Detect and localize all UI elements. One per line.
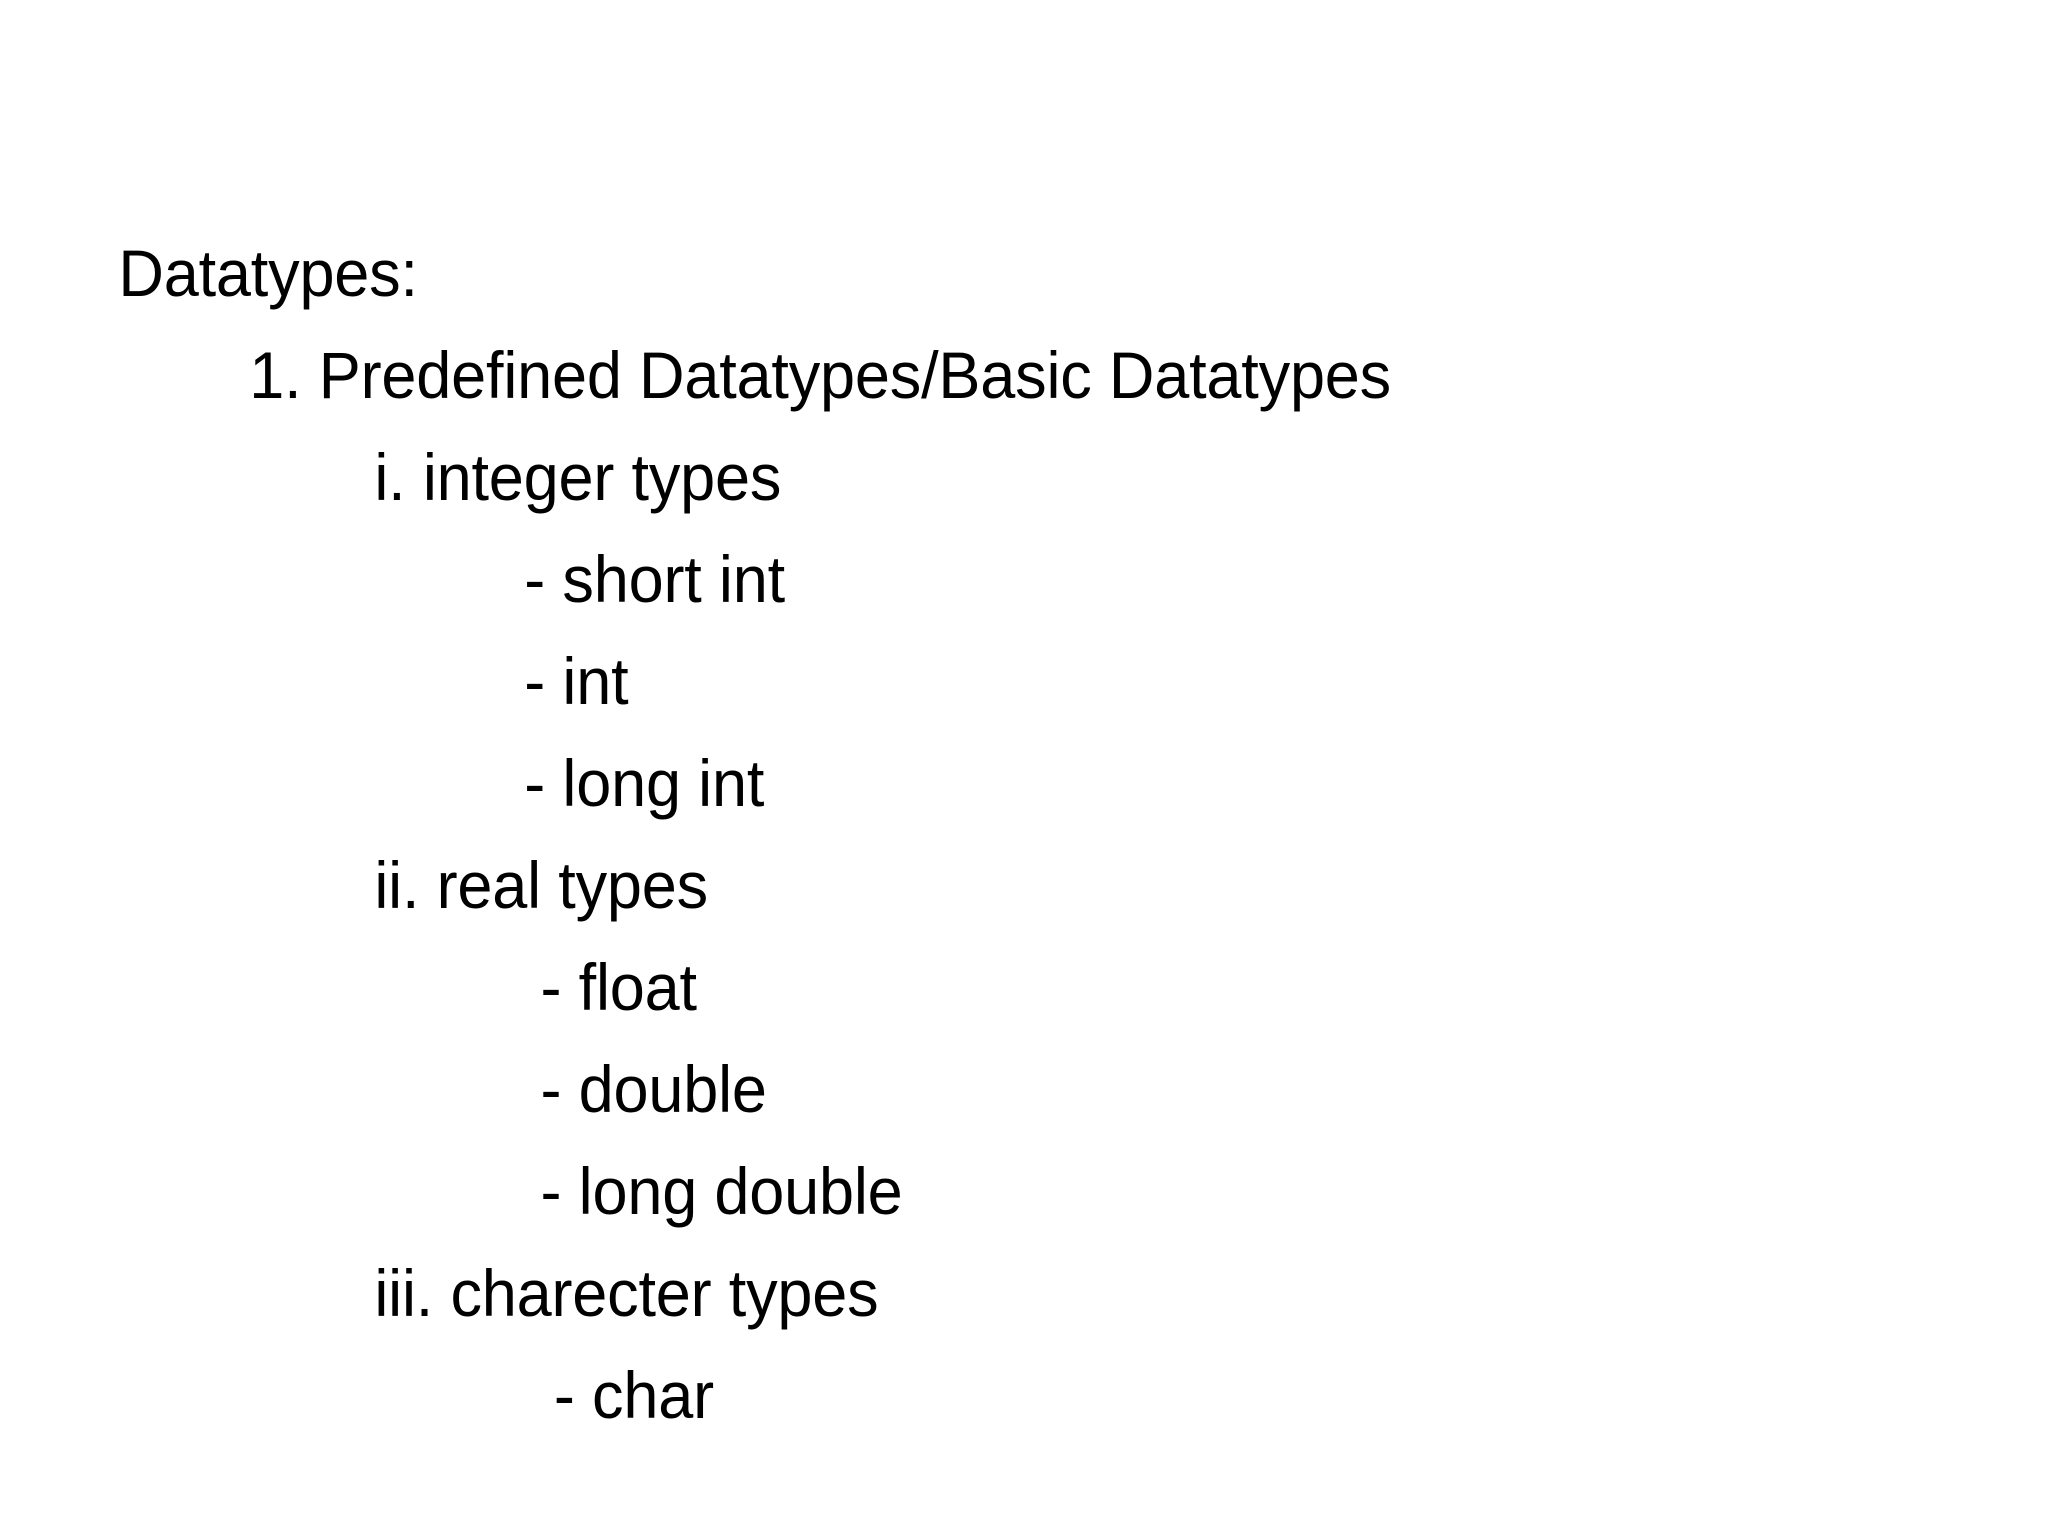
outline-line-char: - char: [553, 1358, 714, 1432]
outline-line-datatypes-heading: Datatypes:: [118, 236, 418, 310]
outline-line-predefined-datatypes: 1. Predefined Datatypes/Basic Datatypes: [249, 338, 1392, 412]
outline-line-short-int: - short int: [524, 542, 785, 616]
outline-line-real-types: ii. real types: [374, 848, 708, 922]
outline-line-integer-types: i. integer types: [374, 440, 782, 514]
outline-line-long-double: - long double: [540, 1154, 903, 1228]
outline-line-double: - double: [540, 1052, 767, 1126]
outline-line-charecter-types: iii. charecter types: [374, 1256, 879, 1330]
outline-line-float: - float: [540, 950, 697, 1024]
outline-line-int: - int: [524, 644, 629, 718]
outline-text-block[interactable]: Datatypes: 1. Predefined Datatypes/Basic…: [0, 222, 2048, 1446]
outline-line-long-int: - long int: [524, 746, 765, 820]
